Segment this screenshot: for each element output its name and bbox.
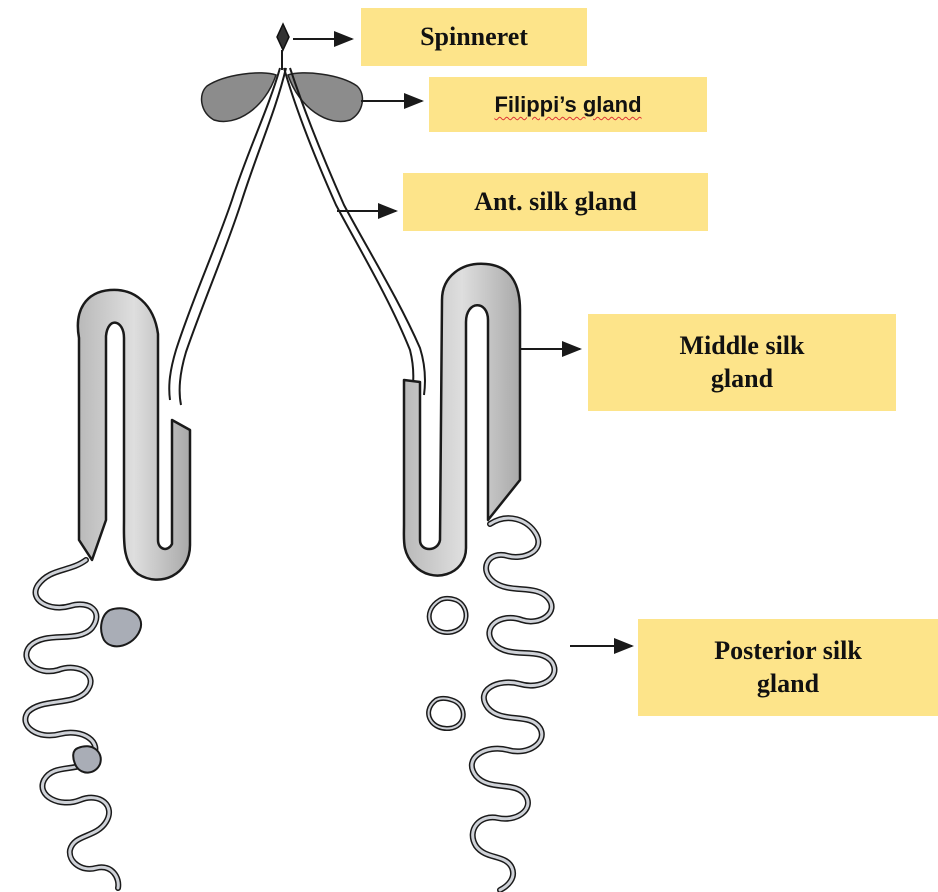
label-middle-silk-gland: Middle silk gland bbox=[588, 314, 896, 411]
label-filippi-gland: Filippi’s gland bbox=[429, 77, 707, 132]
label-anterior-silk-gland-text: Ant. silk gland bbox=[474, 186, 637, 219]
middle-silk-gland-left bbox=[78, 290, 190, 580]
label-anterior-silk-gland: Ant. silk gland bbox=[403, 173, 708, 231]
label-middle-silk-gland-text: Middle silk gland bbox=[680, 330, 805, 395]
posterior-silk-gland-left bbox=[25, 560, 118, 888]
spinneret-shape bbox=[277, 24, 289, 50]
label-filippi-gland-text: Filippi’s gland bbox=[494, 91, 641, 119]
label-posterior-silk-gland: Posterior silk gland bbox=[638, 619, 938, 716]
anterior-silk-gland bbox=[169, 68, 425, 405]
label-spinneret: Spinneret bbox=[361, 8, 587, 66]
label-posterior-silk-gland-text: Posterior silk gland bbox=[714, 635, 862, 700]
label-spinneret-text: Spinneret bbox=[420, 21, 528, 54]
middle-silk-gland-right bbox=[404, 264, 520, 576]
